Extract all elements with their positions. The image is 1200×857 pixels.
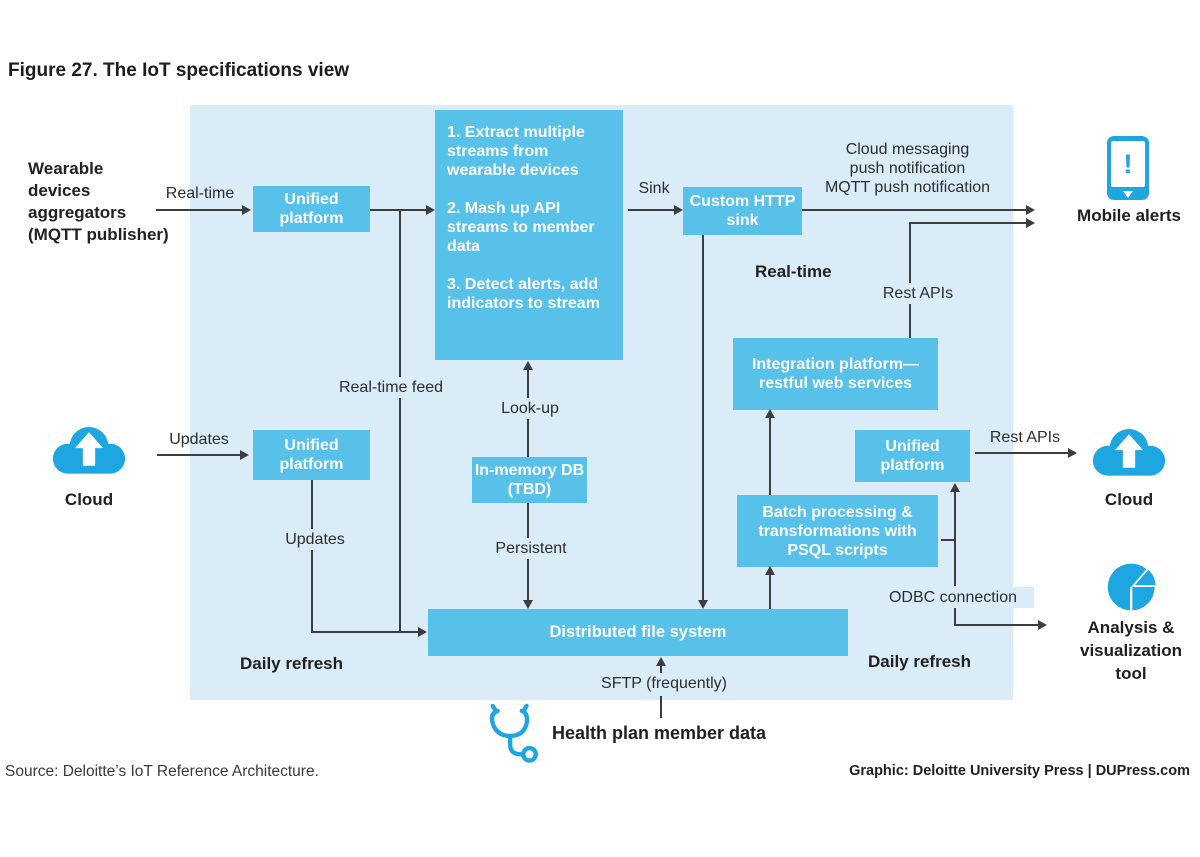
edge-label-persistent: Persistent <box>486 538 576 559</box>
arrowhead-up-icon <box>656 657 666 666</box>
analysis-tool-label: Analysis & visualization tool <box>1079 618 1183 683</box>
arrowhead-down-icon <box>698 600 708 609</box>
daily-refresh-left-label: Daily refresh <box>240 654 343 673</box>
node-distributed-file-system: Distributed file system <box>428 609 848 656</box>
arrowhead-right-icon <box>1026 218 1035 228</box>
edge-label-real-time-feed: Real-time feed <box>328 377 454 398</box>
phone-alert-glyph: ! <box>1111 141 1145 187</box>
node-unified-platform-left: Unified platform <box>253 430 370 480</box>
arrowhead-right-icon <box>1068 448 1077 458</box>
edge-label-rest-apis-top: Rest APIs <box>870 283 966 304</box>
edge-label-real-time: Real-time <box>165 185 235 202</box>
daily-refresh-right-label: Daily refresh <box>868 652 971 671</box>
edge-label-sftp: SFTP (frequently) <box>586 673 742 694</box>
node-integration-platform: Integration platform—restful web service… <box>733 338 938 410</box>
arrowhead-right-icon <box>242 205 251 215</box>
arrowhead-right-icon <box>240 450 249 460</box>
cloud-upload-icon <box>1092 429 1166 476</box>
source-note: Source: Deloitte’s IoT Reference Archite… <box>5 763 319 780</box>
edge-label-rest-apis-right: Rest APIs <box>989 429 1061 446</box>
arrowhead-up-icon <box>523 361 533 370</box>
edge-line <box>157 454 242 456</box>
edge-label-odbc: ODBC connection <box>872 587 1034 608</box>
health-plan-label: Health plan member data <box>552 723 767 743</box>
node-stream-steps: 1. Extract multiple streams from wearabl… <box>435 110 623 360</box>
arrowhead-up-icon <box>765 409 775 418</box>
arrowhead-up-icon <box>765 566 775 575</box>
edge-line <box>156 209 242 211</box>
arrowhead-right-icon <box>418 627 427 637</box>
mobile-alerts-label: Mobile alerts <box>1077 206 1181 225</box>
edge-line <box>769 416 771 495</box>
mobile-phone-icon: ! <box>1107 136 1149 200</box>
edge-line <box>660 696 662 718</box>
edge-label-cloud-messaging: Cloud messaging push notification MQTT p… <box>824 141 991 196</box>
arrowhead-right-icon <box>674 205 683 215</box>
edge-line <box>399 209 401 633</box>
edge-label-look-up: Look-up <box>488 398 572 419</box>
figure-title: Figure 27. The IoT specifications view <box>8 60 350 81</box>
edge-line <box>702 235 704 603</box>
edge-line <box>769 573 771 609</box>
edge-line <box>311 480 313 633</box>
arrowhead-right-icon <box>426 205 435 215</box>
edge-label-updates-left: Updates <box>169 431 229 448</box>
cloud-upload-icon <box>52 427 126 474</box>
edge-line <box>370 209 426 211</box>
edge-line <box>628 209 676 211</box>
edge-label-updates-mid: Updates <box>277 529 353 550</box>
stethoscope-icon <box>489 703 538 763</box>
graphic-credit: Graphic: Deloitte University Press | DUP… <box>849 763 1190 779</box>
arrowhead-right-icon <box>1026 205 1035 215</box>
cloud-left-label: Cloud <box>64 490 114 509</box>
edge-line <box>660 665 662 673</box>
edge-line <box>802 209 1028 211</box>
node-custom-http-sink: Custom HTTP sink <box>683 187 802 235</box>
edge-line <box>954 624 1040 626</box>
edge-line <box>954 608 956 626</box>
node-batch-processing: Batch processing & transformations with … <box>737 495 938 567</box>
arrowhead-down-icon <box>523 600 533 609</box>
cloud-right-label: Cloud <box>1104 490 1154 509</box>
wearable-devices-label: Wearable devices aggregators (MQTT publi… <box>28 159 169 244</box>
edge-junction-tick <box>941 539 954 541</box>
edge-line <box>909 222 1028 224</box>
edge-line <box>311 631 419 633</box>
edge-line <box>975 452 1070 454</box>
pie-chart-icon <box>1107 563 1156 611</box>
arrowhead-up-icon <box>950 483 960 492</box>
node-unified-platform-right: Unified platform <box>855 430 970 482</box>
arrowhead-right-icon <box>1038 620 1047 630</box>
edge-line <box>909 222 911 340</box>
phone-home-icon <box>1123 191 1133 198</box>
edge-label-sink: Sink <box>638 180 670 197</box>
node-unified-platform-top: Unified platform <box>253 186 370 232</box>
edge-line <box>954 490 956 586</box>
label-real-time-zone: Real-time <box>755 262 832 281</box>
node-in-memory-db: In-memory DB (TBD) <box>472 457 587 503</box>
